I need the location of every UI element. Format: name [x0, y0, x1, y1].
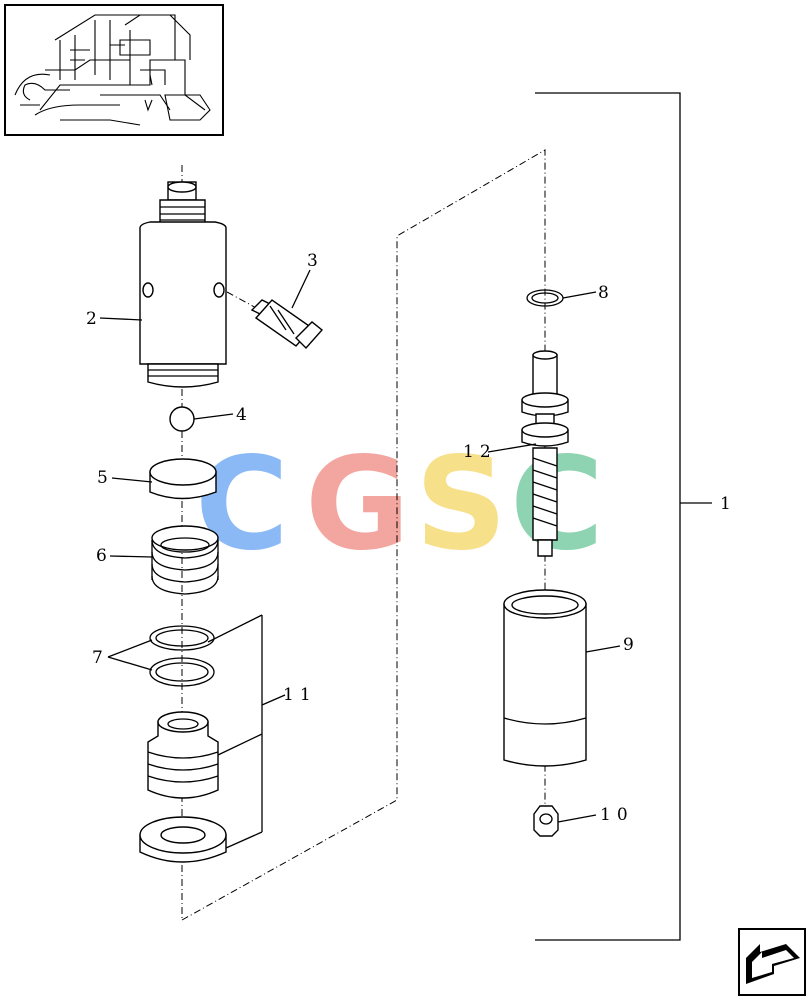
- callout-9: 9: [623, 635, 640, 655]
- part-3-valve-fitting[interactable]: [250, 299, 324, 350]
- part-11-washer[interactable]: [139, 816, 227, 863]
- callout-10: 10: [600, 805, 634, 825]
- watermark-letter-1: C: [195, 430, 289, 579]
- navigation-arrow-icon[interactable]: [738, 928, 806, 996]
- part-4-ball[interactable]: [169, 406, 195, 432]
- callouts: 1 2 3 4 5 6 7 8 9 10 11 12: [86, 251, 737, 825]
- watermark-letter-2: G: [305, 430, 410, 579]
- callout-11: 11: [283, 685, 317, 705]
- part-11-group-bracket: [207, 614, 286, 849]
- callout-12: 12: [463, 442, 497, 462]
- leader-lines: [99, 269, 621, 823]
- callout-2: 2: [86, 309, 103, 329]
- part-12-spool-shaft[interactable]: [521, 350, 569, 557]
- part-11-piston[interactable]: [147, 711, 219, 799]
- callout-4: 4: [236, 405, 253, 425]
- callout-8: 8: [598, 283, 615, 303]
- part-5-disc[interactable]: [149, 458, 217, 500]
- part-10-nut[interactable]: [533, 805, 559, 837]
- watermark-letter-3: S: [415, 430, 507, 579]
- part-6-spring[interactable]: [151, 525, 219, 595]
- callout-5: 5: [97, 468, 114, 488]
- callout-3: 3: [307, 251, 324, 271]
- part-7-o-rings[interactable]: [149, 625, 215, 687]
- callout-6: 6: [96, 546, 113, 566]
- callout-7: 7: [92, 648, 109, 668]
- part-9-sleeve[interactable]: [503, 589, 587, 767]
- assembly-thumbnail[interactable]: [4, 4, 224, 136]
- assembly-bracket: [535, 92, 681, 941]
- part-2-cylinder-housing[interactable]: [139, 181, 227, 388]
- callout-1: 1: [720, 494, 737, 514]
- part-8-o-ring[interactable]: [526, 289, 564, 307]
